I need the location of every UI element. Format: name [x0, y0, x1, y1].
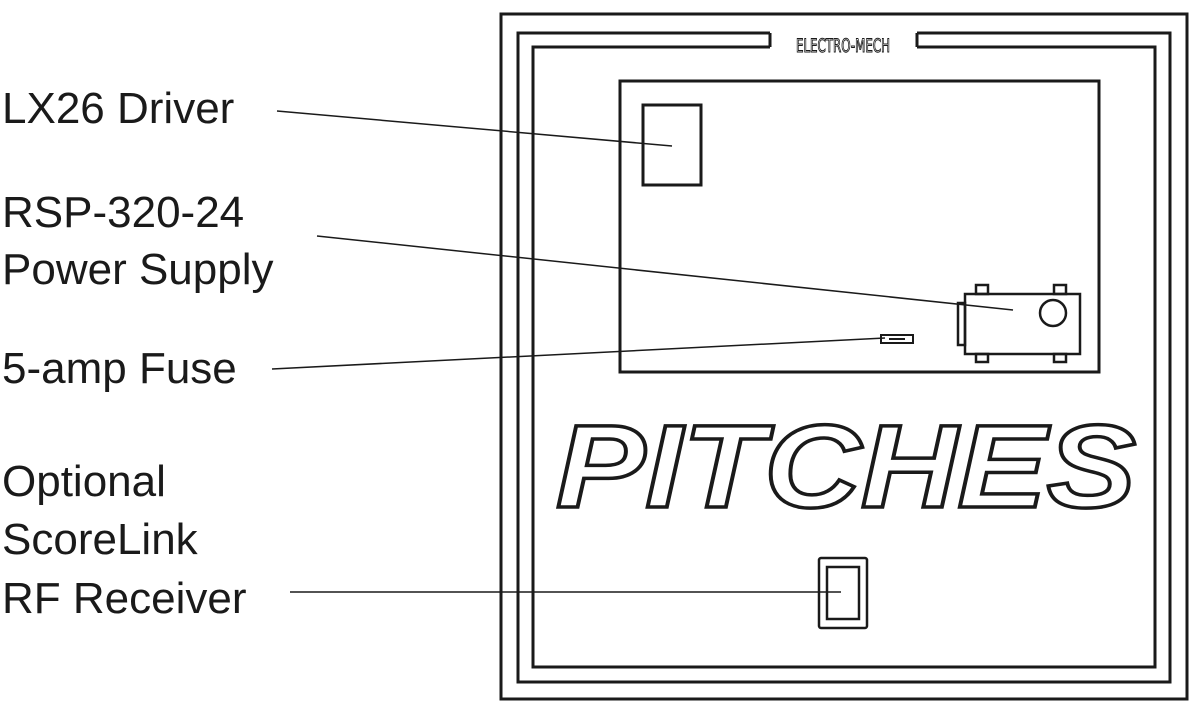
- label-power-supply: Power Supply: [2, 245, 274, 294]
- pitches-title: PITCHES: [556, 401, 1136, 533]
- rf-receiver: [817, 556, 869, 630]
- lx26-driver-board: [641, 103, 703, 187]
- leader-power-supply: [316, 235, 1014, 311]
- label-receiver-optional: Optional: [2, 457, 166, 506]
- cabinet-outer-border: [499, 12, 1189, 701]
- label-power-supply-model: RSP-320-24: [2, 188, 245, 237]
- power-supply-unit: [956, 283, 1082, 364]
- mounting-plate: [618, 79, 1101, 374]
- label-receiver-rf: RF Receiver: [2, 574, 247, 623]
- fuse-holder: [880, 334, 914, 344]
- label-receiver-scorelink: ScoreLink: [2, 515, 198, 564]
- leader-fuse: [271, 337, 886, 370]
- label-lx26-driver: LX26 Driver: [2, 84, 235, 133]
- leader-driver: [276, 110, 673, 147]
- callout-lines: [271, 110, 1014, 593]
- label-fuse: 5-amp Fuse: [2, 344, 237, 393]
- brand-logo: ELECTRO-MECH: [796, 35, 890, 57]
- cabinet-trim-inner: [531, 45, 1157, 669]
- cabinet-trim-outer: [516, 31, 1172, 684]
